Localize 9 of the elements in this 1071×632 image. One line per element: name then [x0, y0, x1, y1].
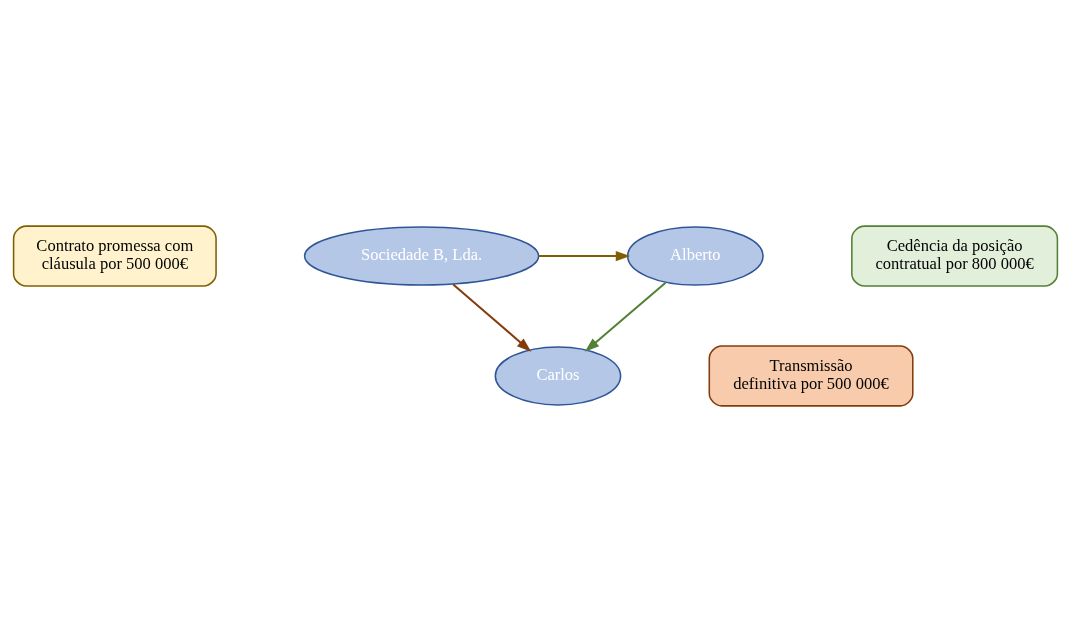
arrow [452, 283, 532, 352]
arrow [538, 251, 631, 262]
node-ellipse: Alberto [626, 226, 764, 286]
node-box: Transmissão definitiva por 500 000€ [708, 345, 914, 407]
node-ellipse: Carlos [494, 346, 622, 406]
arrow [584, 281, 667, 352]
node-box: Contrato promessa com cláusula por 500 000€ [12, 225, 217, 287]
node-box: Cedência da posição contratual por 800 000€ [851, 225, 1059, 287]
node-ellipse: Sociedade B, Lda. [303, 226, 540, 286]
